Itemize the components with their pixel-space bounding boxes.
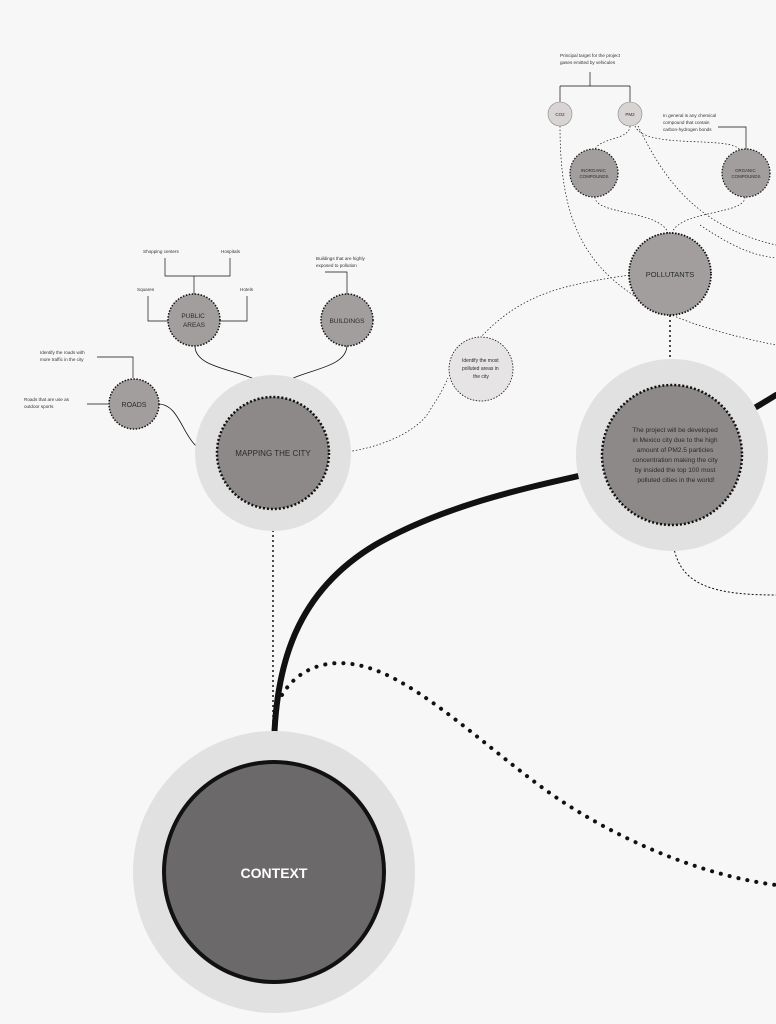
organic-line-1: ORGANIC bbox=[735, 168, 756, 173]
buildings-node[interactable]: BUILDINGS bbox=[320, 293, 374, 347]
project-line-5: by insided the top 100 most bbox=[635, 467, 716, 474]
project-line-4: concentration making the city bbox=[632, 457, 718, 464]
context-label: CONTEXT bbox=[241, 865, 308, 881]
public-areas-line-2: AREAS bbox=[183, 322, 206, 329]
project-line-1: The project will be developed bbox=[632, 427, 718, 434]
project-line-2: in Mexico city due to the high bbox=[633, 437, 718, 444]
main-dotted-curve bbox=[280, 661, 776, 887]
co2-circle bbox=[547, 101, 573, 127]
public-areas-node[interactable]: PUBLIC AREAS bbox=[167, 293, 221, 347]
roads-circle bbox=[108, 378, 160, 430]
buildings-label: BUILDINGS bbox=[329, 318, 365, 325]
organic-note: In general is any chemical compound that… bbox=[663, 113, 717, 132]
organic-line-2: COMPOUNDS bbox=[731, 174, 760, 179]
pollutants-node[interactable]: POLLUTANTS bbox=[628, 232, 712, 316]
buildings-circle bbox=[320, 293, 374, 347]
identify-node[interactable]: Identify the most polluted areas in the … bbox=[448, 336, 514, 402]
mapping-identify-link bbox=[334, 377, 449, 454]
shopping-label: Shopping centers bbox=[143, 249, 179, 254]
pm2-inorganic-link bbox=[594, 125, 631, 151]
pm2-long-link bbox=[637, 125, 776, 246]
mapping-node[interactable]: MAPPING THE CITY bbox=[195, 375, 351, 531]
roads-sports-line-2: outdoor sports bbox=[24, 404, 54, 409]
buildings-bracket bbox=[325, 271, 348, 294]
identify-label: Identify the most polluted areas in the … bbox=[462, 358, 500, 380]
pollutants-circle bbox=[628, 232, 712, 316]
roads-label: ROADS bbox=[122, 402, 147, 409]
pollutants-label: POLLUTANTS bbox=[646, 270, 695, 279]
context-node[interactable]: CONTEXT bbox=[133, 731, 415, 1013]
pm2-circle bbox=[617, 101, 643, 127]
identify-pollutants-link bbox=[479, 274, 631, 339]
inorganic-line-1: INORGANIC bbox=[581, 168, 606, 173]
roads-traffic-bracket bbox=[97, 356, 134, 378]
buildings-note-line-1: Buildings that are highly bbox=[316, 256, 365, 261]
inorganic-node[interactable]: INORGANIC COMPOUNDS bbox=[569, 148, 619, 198]
pm2-node[interactable]: PM2 bbox=[617, 101, 643, 127]
inorganic-circle bbox=[569, 148, 619, 198]
project-text: The project will be developed in Mexico … bbox=[632, 427, 719, 484]
co2-label: CO2 bbox=[555, 112, 565, 117]
inorganic-label: INORGANIC COMPOUNDS bbox=[579, 168, 608, 179]
roads-node[interactable]: ROADS bbox=[108, 378, 160, 430]
organic-note-bracket bbox=[718, 126, 747, 152]
identify-line-1: Identify the most bbox=[462, 358, 499, 364]
roads-traffic-line-1: Identify the roads with bbox=[40, 350, 85, 355]
mapping-label: MAPPING THE CITY bbox=[235, 449, 311, 458]
organic-circle bbox=[721, 148, 771, 198]
co2-node[interactable]: CO2 bbox=[547, 101, 573, 127]
pm2-organic-link bbox=[634, 125, 741, 151]
gases-tree bbox=[559, 72, 631, 103]
organic-note-line-2: compound that contain bbox=[663, 120, 710, 125]
project-line-3: amount of PM2.5 particles bbox=[637, 447, 714, 454]
pm2-label: PM2 bbox=[625, 112, 635, 117]
principal-target-line-2: gases emitted by vehicules bbox=[560, 60, 616, 65]
organic-note-line-3: carbon-hydrogen bonds bbox=[663, 127, 712, 132]
roads-traffic-line-2: more traffic in the city bbox=[40, 357, 84, 362]
squares-label: Squares bbox=[137, 287, 155, 292]
mapping-circle bbox=[215, 395, 331, 511]
co2-long-link bbox=[559, 125, 776, 346]
project-node[interactable]: The project will be developed in Mexico … bbox=[576, 359, 768, 551]
public-areas-circle bbox=[167, 293, 221, 347]
organic-note-line-1: In general is any chemical bbox=[663, 113, 716, 118]
public-areas-line-1: PUBLIC bbox=[181, 313, 205, 320]
principal-target-note: Principal target for the project gases e… bbox=[560, 53, 621, 65]
buildings-note: Buildings that are highly exposed to pol… bbox=[316, 256, 366, 268]
roads-sports-line-1: Roads that are use as bbox=[24, 397, 70, 402]
roads-traffic-note: Identify the roads with more traffic in … bbox=[40, 350, 86, 362]
project-line-6: polluted cities in the world! bbox=[637, 477, 715, 484]
project-circle bbox=[600, 383, 744, 527]
public-areas-label: PUBLIC AREAS bbox=[181, 313, 206, 329]
identify-line-3: the city bbox=[473, 374, 489, 380]
hospitals-label: Hospitals bbox=[221, 249, 241, 254]
identify-line-2: polluted areas in bbox=[462, 366, 499, 372]
organic-node[interactable]: ORGANIC COMPOUNDS bbox=[721, 148, 771, 198]
public-areas-tree bbox=[147, 258, 248, 322]
inorganic-line-2: COMPOUNDS bbox=[579, 174, 608, 179]
inorganic-pollutants-link bbox=[594, 196, 669, 234]
hotels-label: Hotels bbox=[240, 287, 254, 292]
organic-long-link bbox=[699, 224, 776, 259]
identify-circle bbox=[448, 336, 514, 402]
roads-sports-note: Roads that are use as outdoor sports bbox=[24, 397, 70, 409]
principal-target-line-1: Principal target for the project bbox=[560, 53, 621, 58]
organic-pollutants-link bbox=[671, 196, 746, 234]
context-circle bbox=[162, 760, 386, 984]
organic-label: ORGANIC COMPOUNDS bbox=[731, 168, 760, 179]
buildings-note-line-2: exposed to pollution bbox=[316, 263, 357, 268]
